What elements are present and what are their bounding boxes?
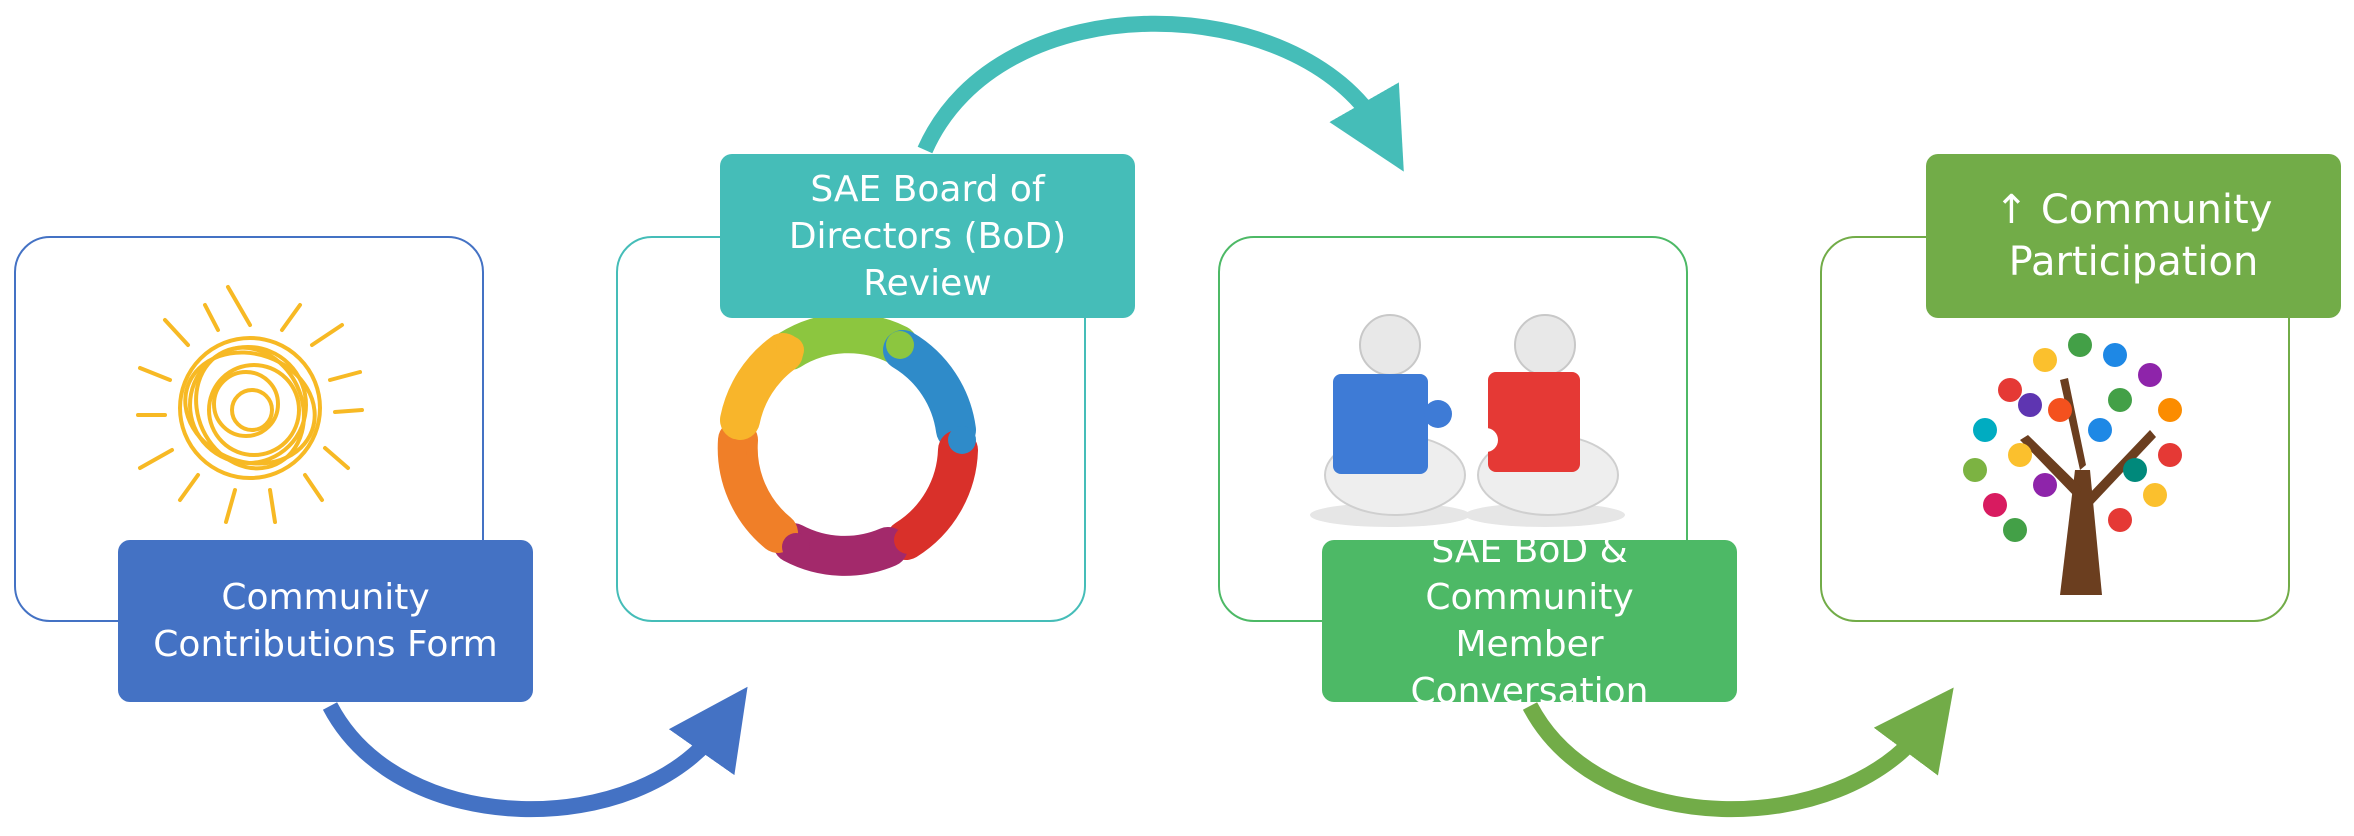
step-3-label-line-2: Member Conversation (1410, 624, 1649, 712)
step-3-label-line-1: SAE BoD & Community (1425, 530, 1634, 618)
step-2-label: SAE Board of Directors (BoD) Review (720, 154, 1135, 318)
arrow-1-to-2 (322, 686, 748, 817)
step-2-label-line-2: Directors (BoD) (788, 215, 1067, 257)
step-2-label-line-1: SAE Board of (810, 168, 1045, 210)
step-2-label-line-3: Review (863, 262, 992, 304)
step-1-label-line-1: Community (221, 577, 430, 618)
arrow-2-to-3 (917, 15, 1404, 172)
step-1-label: Community Contributions Form (118, 540, 533, 702)
step-4-label-line-2: Participation (2008, 239, 2259, 285)
step-1-label-line-2: Contributions Form (153, 624, 498, 665)
step-3-label: SAE BoD & Community Member Conversation (1322, 530, 1737, 712)
step-4-label-line-1: ↑ Community (1994, 187, 2273, 233)
step-4-label: ↑ Community Participation (1926, 154, 2341, 318)
arrow-3-to-4 (1522, 687, 1954, 817)
